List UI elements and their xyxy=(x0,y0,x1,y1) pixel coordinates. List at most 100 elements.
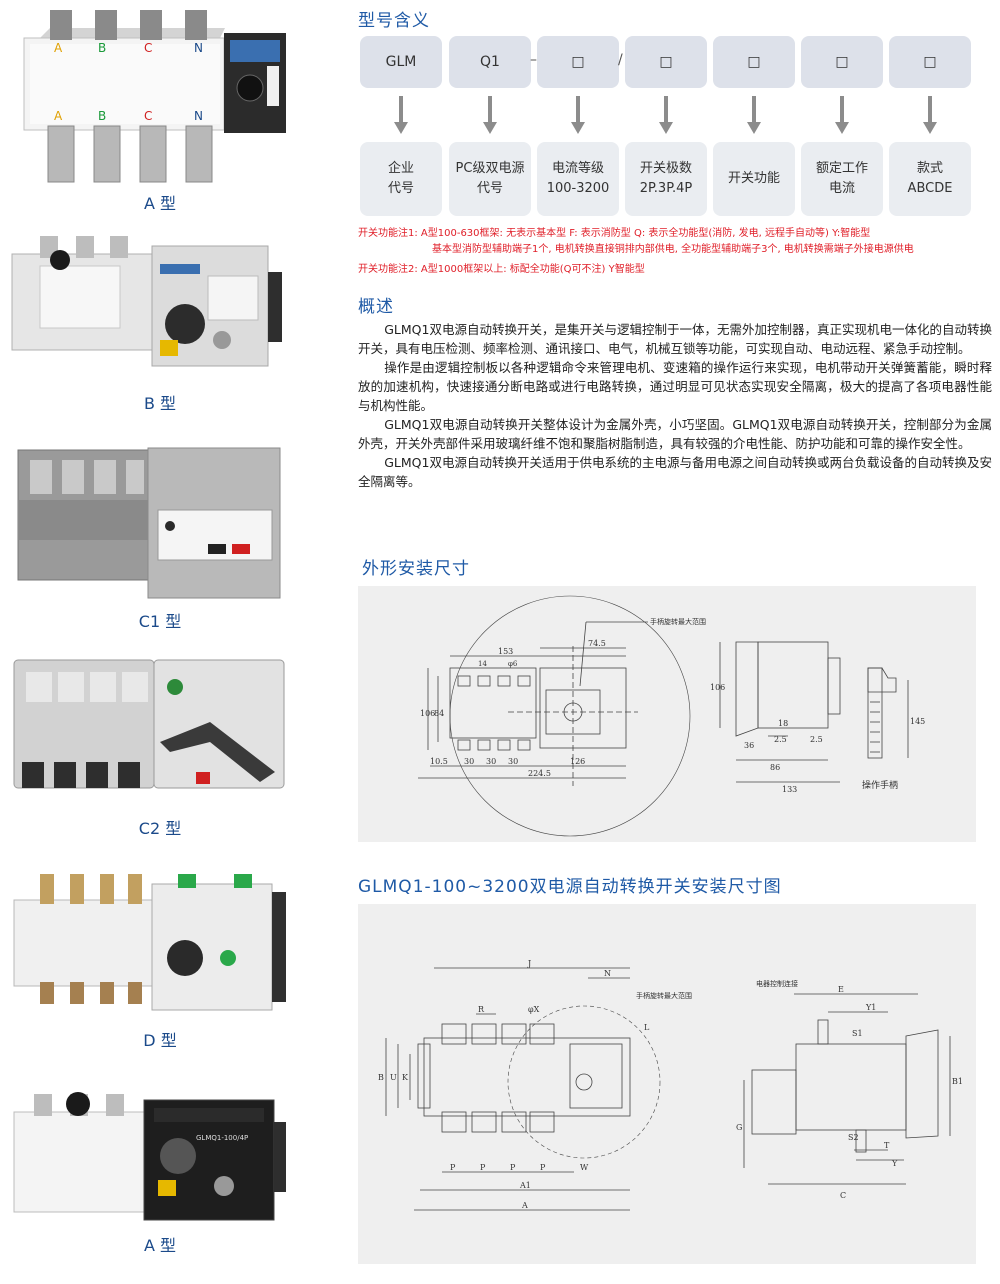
overview-paragraph: GLMQ1双电源自动转换开关，是集开关与逻辑控制于一体，无需外加控制器，真正实现… xyxy=(358,322,992,356)
phase-label-n: N xyxy=(194,41,203,55)
code-box-current: □ xyxy=(537,36,619,88)
dim-label: 145 xyxy=(910,717,925,726)
meaning-box-rated-current: 额定工作电流 xyxy=(801,142,883,216)
overview-title: 概述 xyxy=(358,297,394,317)
product-b-type: B 型 xyxy=(10,232,290,413)
dim-label: 14 xyxy=(478,660,487,668)
arrow-down-icon xyxy=(483,96,497,134)
dim-label: W xyxy=(580,1163,589,1172)
dim-label: 18 xyxy=(778,719,788,728)
product-image xyxy=(13,659,285,789)
dim-label: E xyxy=(838,985,844,994)
phase-label-b: B xyxy=(98,41,106,55)
dim-label: 84 xyxy=(434,709,444,718)
code-separator: – xyxy=(530,52,537,68)
dimension-drawing-1: 153 74.5 φ6 14 106 84 10.5 30 30 30 126 … xyxy=(358,586,976,842)
dim-label: 30 xyxy=(486,757,496,766)
dim-label: R xyxy=(478,1005,485,1014)
dim-label: L xyxy=(644,1023,650,1032)
dim-label: J xyxy=(527,959,531,968)
product-a-type-2: GLMQ1-100/4P A 型 xyxy=(10,1082,290,1262)
dim-label: A1 xyxy=(519,1181,531,1190)
product-caption: B 型 xyxy=(143,394,177,413)
product-image xyxy=(17,447,281,599)
dim-label: N xyxy=(604,969,611,978)
svg-text:C: C xyxy=(144,109,152,123)
function-note-1: 开关功能注1: A型100-630框架: 无表示基本型 F: 表示消防型 Q: … xyxy=(358,228,914,255)
product-image: GLMQ1-100/4P xyxy=(13,1092,286,1221)
dim-label: 153 xyxy=(498,647,513,656)
product-caption: D 型 xyxy=(143,1031,177,1050)
code-box-enterprise: GLM xyxy=(360,36,442,88)
dim-label: Y1 xyxy=(865,1003,876,1012)
product-caption: A 型 xyxy=(143,1236,177,1255)
dim-label: B1 xyxy=(952,1077,963,1086)
phase-label-c: C xyxy=(144,41,152,55)
meaning-box-series: PC级双电源代号 xyxy=(449,142,531,216)
dim-label: 86 xyxy=(770,763,780,772)
rotate-range-label: 手柄旋转最大范围 xyxy=(650,617,706,626)
meaning-box-function: 开关功能 xyxy=(713,142,795,216)
dim-label: 224.5 xyxy=(528,769,551,778)
dimension-drawing-2: J N R φX L B U K P P P P W A1 A 手柄旋转最大范围… xyxy=(358,904,976,1264)
product-c1-type: C1 型 xyxy=(10,440,290,631)
dim-label: Y xyxy=(891,1159,898,1168)
dim-label: B xyxy=(378,1073,384,1082)
code-box-rated-current: □ xyxy=(801,36,883,88)
dim-label: 2.5 xyxy=(810,735,823,744)
dim-label: 74.5 xyxy=(588,639,606,648)
phase-label-a: A xyxy=(54,41,63,55)
svg-text:A: A xyxy=(54,109,63,123)
arrow-down-icon xyxy=(394,96,408,134)
dim-label: P xyxy=(480,1163,486,1172)
dim-label: 2.5 xyxy=(774,735,787,744)
dim-label: T xyxy=(884,1141,890,1150)
dim-label: A xyxy=(521,1201,528,1210)
product-caption: C2 型 xyxy=(138,819,182,838)
device-label: GLMQ1-100/4P xyxy=(196,1134,248,1142)
svg-text:B: B xyxy=(98,109,106,123)
arrow-down-icon xyxy=(659,96,673,134)
product-a-type: A B C N A B C N A 型 xyxy=(10,8,290,218)
code-separator: / xyxy=(618,52,623,68)
dim-label: U xyxy=(390,1073,397,1082)
dim-label: S1 xyxy=(852,1029,863,1038)
handle-label: 操作手柄 xyxy=(862,779,898,791)
meaning-box-enterprise: 企业代号 xyxy=(360,142,442,216)
overview-paragraph: GLMQ1双电源自动转换开关适用于供电系统的主电源与备用电源之间自动转换或两台负… xyxy=(358,455,992,489)
code-box-poles: □ xyxy=(625,36,707,88)
overview-paragraph: 操作是由逻辑控制板以各种逻辑命令来管理电机、变速箱的操作运行来实现，电机带动开关… xyxy=(358,360,992,413)
product-image xyxy=(11,236,282,367)
dim-label: φX xyxy=(528,1005,540,1014)
arrow-down-icon xyxy=(747,96,761,134)
product-caption: C1 型 xyxy=(138,612,182,631)
code-box-style: □ xyxy=(889,36,971,88)
dim-label: S2 xyxy=(848,1133,859,1142)
model-meaning-title: 型号含义 xyxy=(358,11,430,31)
dim-label: P xyxy=(450,1163,456,1172)
product-caption: A 型 xyxy=(143,194,177,213)
dim-label: C xyxy=(840,1191,846,1200)
dim-label: 106 xyxy=(420,709,435,718)
control-connection-label: 电器控制连接 xyxy=(756,979,798,988)
product-c2-type: C2 型 xyxy=(10,652,290,842)
arrow-down-icon xyxy=(571,96,585,134)
code-box-function: □ xyxy=(713,36,795,88)
dim-label: 30 xyxy=(508,757,518,766)
product-image xyxy=(13,874,286,1011)
dim-label: 106 xyxy=(710,683,725,692)
overview-text: GLMQ1双电源自动转换开关，是集开关与逻辑控制于一体，无需外加控制器，真正实现… xyxy=(358,320,992,491)
arrow-down-icon xyxy=(835,96,849,134)
dim-label: K xyxy=(402,1073,409,1082)
install-dimension-title: GLMQ1-100~3200双电源自动转换开关安装尺寸图 xyxy=(358,877,782,897)
arrow-down-icon xyxy=(923,96,937,134)
dim-label: 133 xyxy=(782,785,797,794)
svg-text:N: N xyxy=(194,109,203,123)
dim-label: G xyxy=(736,1123,742,1132)
dimension-title: 外形安装尺寸 xyxy=(362,559,470,579)
product-image: A B C N A B C N xyxy=(23,10,286,183)
dim-label: 36 xyxy=(744,741,754,750)
